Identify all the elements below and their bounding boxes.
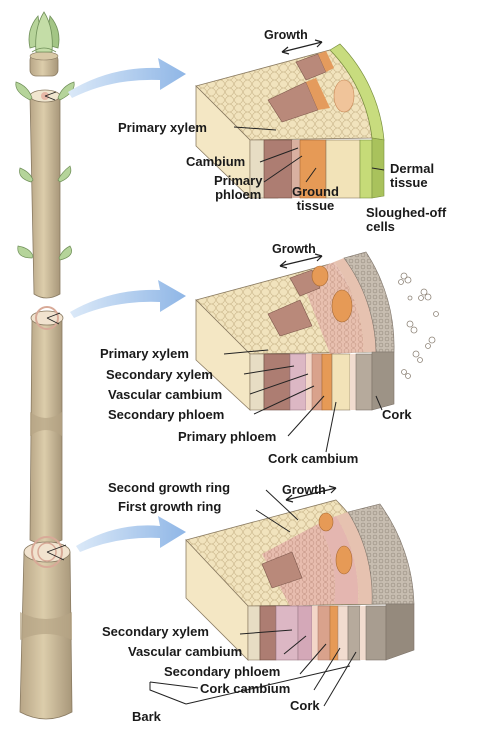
- vascular-cambium-label-3: Vascular cambium: [128, 645, 242, 659]
- primary-phloem-label-2: Primary phloem: [178, 430, 276, 444]
- primary-phloem-label-1: Primary phloem: [214, 174, 262, 202]
- cork-label-2: Cork: [382, 408, 412, 422]
- arrow-to-section-2: [70, 280, 186, 318]
- second-growth-ring-label: Second growth ring: [108, 481, 230, 495]
- cork-label-3: Cork: [290, 699, 320, 713]
- secondary-phloem-label-3: Secondary phloem: [164, 665, 280, 679]
- first-growth-ring-label: First growth ring: [118, 500, 221, 514]
- arrow-to-section-3: [76, 516, 186, 552]
- vascular-cambium-label-2: Vascular cambium: [108, 388, 222, 402]
- ground-tissue-label-1: Ground tissue: [292, 185, 339, 213]
- primary-xylem-label-1: Primary xylem: [118, 121, 207, 135]
- primary-xylem-label-2: Primary xylem: [100, 347, 189, 361]
- cross-section-first-year-secondary: [196, 252, 439, 452]
- growth-label-1: Growth: [264, 28, 308, 42]
- terminal-bud-icon: [29, 12, 59, 76]
- sloughed-off-cells-label: Sloughed-off cells: [366, 206, 446, 234]
- cambium-label-1: Cambium: [186, 155, 245, 169]
- cork-cambium-label-3: Cork cambium: [200, 682, 290, 696]
- oldest-stem: [20, 537, 72, 719]
- bark-label: Bark: [132, 710, 161, 724]
- secondary-xylem-label-2: Secondary xylem: [106, 368, 213, 382]
- young-stem: [16, 12, 74, 298]
- growth-label-2: Growth: [272, 242, 316, 256]
- secondary-xylem-label-3: Secondary xylem: [102, 625, 209, 639]
- growth-label-3: Growth: [282, 483, 326, 497]
- primary-xylem-block: [264, 140, 292, 198]
- cork-cambium-label-2: Cork cambium: [268, 452, 358, 466]
- sloughed-cells-icon: [399, 273, 439, 379]
- dermal-tissue-label-1: Dermal tissue: [390, 162, 434, 190]
- arrow-to-section-1: [68, 58, 186, 98]
- secondary-phloem-label-2: Secondary phloem: [108, 408, 224, 422]
- older-stem: [30, 307, 63, 544]
